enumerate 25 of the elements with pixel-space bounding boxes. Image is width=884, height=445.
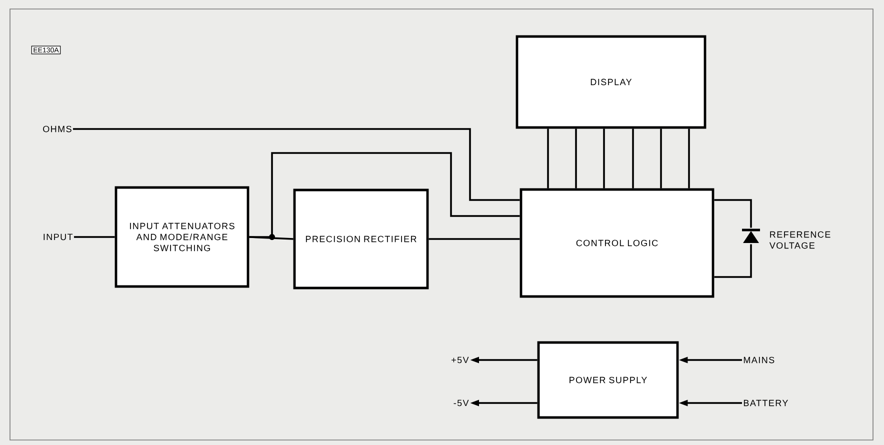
connector-line: [632, 128, 634, 188]
block-box: DISPLAY: [516, 35, 706, 129]
block-box: CONTROL LOGIC: [520, 188, 714, 298]
connector-line: [688, 128, 690, 188]
connector-line: [73, 128, 520, 201]
symbol-caption: REFERENCE VOLTAGE: [769, 231, 830, 249]
signal-label: BATTERY: [744, 400, 788, 406]
block-box: POWER SUPPLY: [537, 341, 679, 419]
signal-label: +5V: [452, 356, 469, 364]
diode-symbol: [742, 228, 760, 243]
connector-line: [714, 199, 752, 228]
connector-line: [575, 128, 577, 188]
connector-line: [660, 128, 662, 188]
block-box: PRECISION RECTIFIER: [293, 188, 429, 290]
connector-line: [714, 244, 752, 278]
signal-label: OHMS: [43, 126, 72, 132]
connector-line: [74, 236, 115, 238]
connector-line: [249, 152, 520, 238]
signal-label: -5V: [454, 400, 469, 406]
block-box: INPUT ATTENUATORS AND MODE/RANGE SWITCHING: [114, 186, 250, 288]
signal-label: MAINS: [744, 356, 774, 364]
connector-line: [547, 128, 549, 188]
connector-line: [428, 238, 520, 240]
signal-label: INPUT: [44, 234, 73, 240]
connector-line: [603, 128, 605, 188]
